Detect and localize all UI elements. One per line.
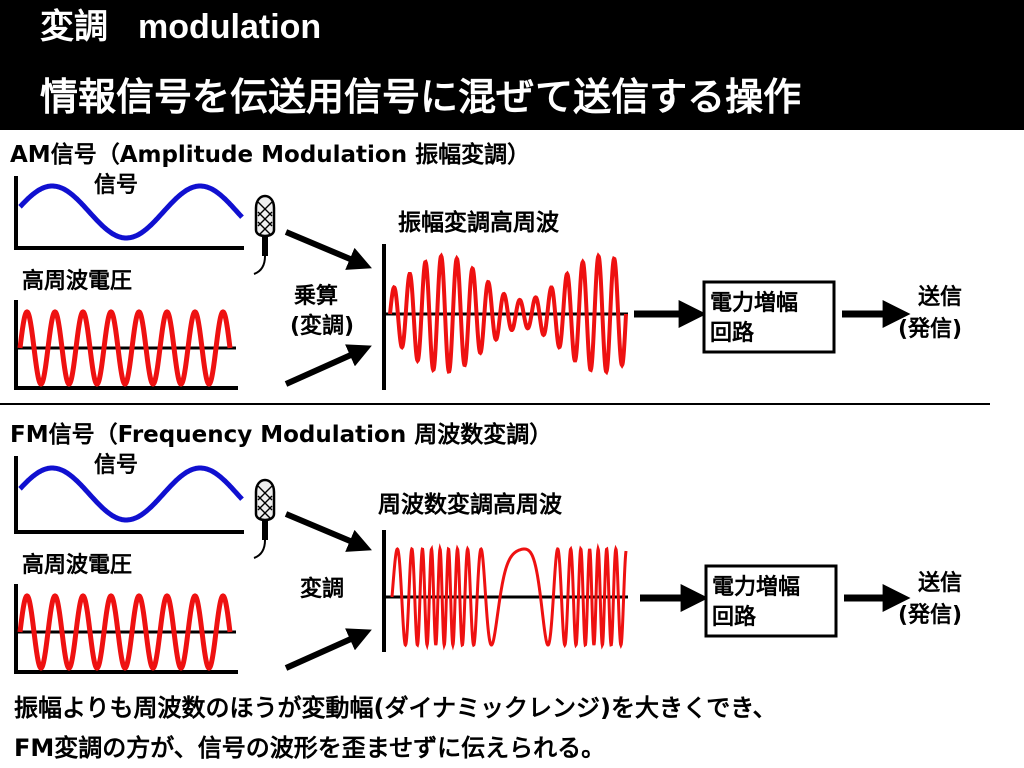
am-carrier-graph: 高周波電圧 bbox=[14, 268, 238, 390]
am-section: AM信号（Amplitude Modulation 振幅変調） 信号 高周波電圧… bbox=[10, 141, 962, 390]
am-signal-graph: 信号 bbox=[14, 172, 244, 250]
am-amplifier-label: 電力増幅 bbox=[710, 290, 798, 316]
am-carrier-label: 高周波電圧 bbox=[22, 268, 132, 294]
title-english: modulation bbox=[138, 8, 322, 46]
fm-signal-arrow bbox=[284, 511, 372, 552]
am-amplifier-sublabel: 回路 bbox=[710, 320, 755, 346]
fm-amplifier-sublabel: 回路 bbox=[712, 604, 757, 630]
am-carrier-axes bbox=[14, 300, 238, 390]
am-carrier-arrow bbox=[284, 344, 372, 387]
fm-amplifier-box bbox=[704, 564, 838, 638]
fm-carrier-label: 高周波電圧 bbox=[22, 552, 132, 578]
am-output-graph bbox=[382, 244, 628, 390]
fm-carrier-graph: 高周波電圧 bbox=[14, 552, 238, 674]
am-signal-axes bbox=[14, 176, 244, 250]
fm-heading: FM信号（Frequency Modulation 周波数変調） bbox=[10, 421, 552, 448]
page-subtitle: 情報信号を伝送用信号に混ぜて送信する操作 bbox=[40, 75, 802, 119]
fm-amplifier-label: 電力増幅 bbox=[712, 574, 800, 600]
fm-carrier-wave bbox=[17, 593, 233, 671]
fm-signal-axes bbox=[14, 456, 244, 534]
am-operation-label: 乗算 bbox=[294, 283, 338, 309]
fm-send-label: 送信 bbox=[918, 570, 962, 596]
am-signal-label: 信号 bbox=[94, 172, 138, 198]
fm-send-sublabel: (発信) bbox=[898, 602, 962, 628]
fm-operation-label: 変調 bbox=[300, 576, 344, 602]
fm-carrier-arrow bbox=[284, 628, 372, 671]
fm-output-graph bbox=[382, 530, 628, 652]
am-signal-wave bbox=[18, 183, 244, 241]
am-modulated-wave bbox=[388, 252, 628, 376]
footer-note-line2: FM変調の方が、信号の波形を歪ませずに伝えられる。 bbox=[14, 734, 606, 762]
fm-microphone-icon bbox=[254, 480, 274, 558]
am-carrier-wave bbox=[17, 309, 233, 387]
fm-signal-label: 信号 bbox=[94, 452, 138, 478]
fm-signal-graph: 信号 bbox=[14, 452, 244, 534]
footer-note-line1: 振幅よりも周波数のほうが変動幅(ダイナミックレンジ)を大きくでき、 bbox=[14, 694, 777, 722]
am-send-sublabel: (発信) bbox=[898, 316, 962, 342]
am-output-label: 振幅変調高周波 bbox=[398, 209, 560, 236]
am-amplifier-box bbox=[702, 280, 836, 354]
am-heading: AM信号（Amplitude Modulation 振幅変調） bbox=[10, 141, 530, 168]
am-operation-sublabel: (変調) bbox=[290, 313, 354, 339]
page-title: 変調 modulation bbox=[40, 2, 321, 52]
fm-output-label: 周波数変調高周波 bbox=[378, 491, 563, 518]
am-signal-arrow bbox=[284, 229, 372, 270]
am-send-label: 送信 bbox=[918, 284, 962, 310]
title-japanese: 変調 bbox=[40, 7, 108, 47]
fm-section: FM信号（Frequency Modulation 周波数変調） 信号 高周波電… bbox=[10, 421, 962, 674]
fm-modulated-wave bbox=[390, 543, 628, 651]
am-microphone-icon bbox=[254, 196, 274, 274]
fm-carrier-axes bbox=[14, 584, 238, 674]
title-banner: 変調 modulation 情報信号を伝送用信号に混ぜて送信する操作 bbox=[0, 0, 1024, 130]
fm-signal-wave bbox=[18, 465, 244, 523]
